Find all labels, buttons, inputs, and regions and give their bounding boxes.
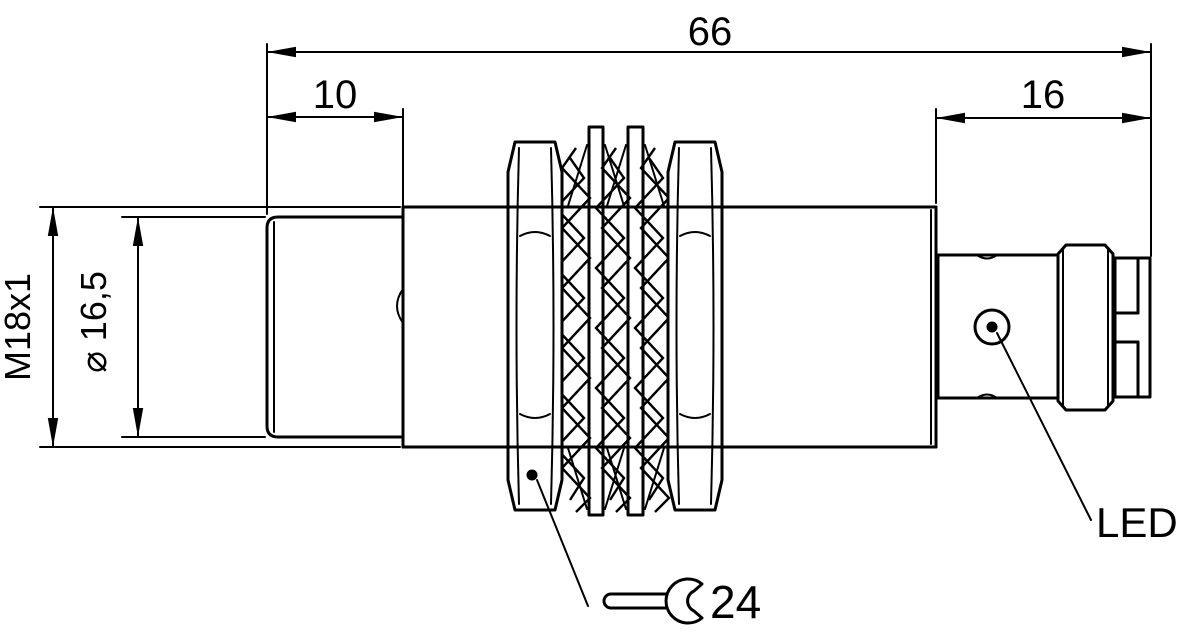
connector [936,243,1152,412]
wrench-head [664,577,704,625]
dimension-label: ⌀ 16,5 [73,271,114,373]
arrowhead [47,207,59,236]
sensor-body [265,125,1152,517]
hex-nut-face-edge [675,147,680,505]
leader-line [996,332,1092,521]
serration-line [639,147,671,513]
dimension-label: 10 [313,73,358,117]
cone-line [567,144,588,207]
connector-ring [1056,243,1115,412]
led-label: LED [1096,499,1178,546]
hex-nut-face-edge [550,147,555,505]
dimension-head-length: 10 [266,73,404,206]
leader-line [536,479,589,607]
hex-nut-face-edge [515,147,520,505]
cone-line [606,144,627,207]
serration-line [600,147,632,513]
dimension-head-diameter: ⌀ 16,5 [73,216,266,438]
dimension-label: M18x1 [0,273,38,381]
hex-nut-rear [666,140,724,512]
dimension-label: 66 [688,10,733,54]
arrowhead [936,112,965,124]
arrowhead [132,217,144,246]
wrench-size-label: 24 [710,576,761,628]
barrel-notch [976,393,998,399]
wrench-icon [602,577,704,625]
dimension-label: 16 [1021,73,1066,117]
arrowhead [374,111,403,123]
hex-nut-chamfer [679,413,711,419]
wrench-callout: 24 [526,469,761,628]
led-callout: LED [996,332,1178,546]
arrowhead [132,408,144,437]
led-indicator [973,308,1011,346]
hex-nut-outline [666,140,724,512]
hex-nut-outline [506,140,564,512]
arrowhead [267,111,296,123]
dimension-connector-length: 16 [935,73,1152,204]
arrowhead [1122,112,1151,124]
dimension-overall-length: 66 [266,10,1152,257]
hex-nut-face-edge [710,147,715,505]
led-dot [986,321,998,333]
head-body-junction-arc [396,288,404,324]
barrel-notch [976,254,998,260]
connector-end [1113,256,1152,399]
cone-line [644,144,665,207]
serration-line [560,147,592,513]
hex-nut-chamfer [519,413,551,419]
cone-line [644,447,665,510]
arrowhead [47,418,59,447]
hex-nut-chamfer [519,231,551,237]
arrowhead [267,46,296,58]
arrowhead [1122,46,1151,58]
dimension-thread: M18x1 [0,206,401,448]
cone-line [604,144,625,207]
cone-line [604,447,625,510]
leader-dot [526,469,538,481]
hex-nut-chamfer [679,231,711,237]
hex-nut-front [506,140,564,512]
sensing-head [265,215,405,439]
